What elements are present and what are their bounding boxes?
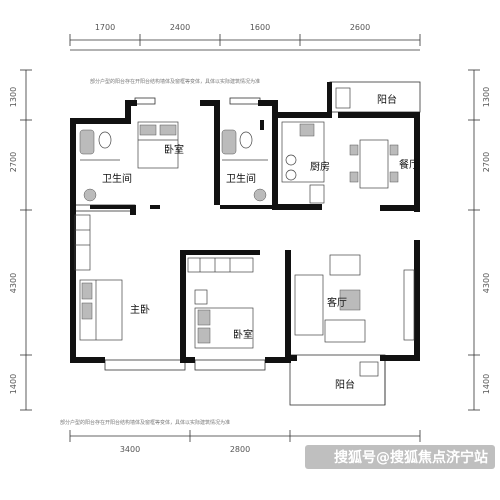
note-top: 部分户型的阳台存在开阳台结构墙体及窗框等变体，具体以实际建筑情况为准: [90, 78, 260, 85]
label-dining: 餐厅: [399, 158, 419, 171]
balcony-bottom-fixtures: [359, 361, 379, 377]
bedroom-top-bed: [137, 121, 179, 169]
dim-right-3: 4300: [482, 273, 491, 293]
top-dimensions: 1700 2400 1600 2600: [69, 23, 421, 51]
bathroom-left-fixtures: [79, 129, 120, 202]
label-bedroom-top: 卧室: [164, 143, 184, 156]
dim-right-4: 1400: [482, 374, 491, 394]
master-bedroom-furniture: [74, 214, 123, 341]
outline-thin: [74, 81, 421, 406]
dim-top-4: 2600: [350, 23, 370, 32]
label-living-room: 客厅: [327, 296, 347, 309]
dim-right-1: 1300: [482, 87, 491, 107]
label-bathroom-right: 卫生间: [226, 172, 256, 185]
dining-table: [349, 139, 399, 189]
watermark: 搜狐号@搜狐焦点济宁站: [305, 445, 495, 469]
note-bottom: 部分户型的阳台存在开阳台结构墙体及窗框等变体，具体以实际建筑情况为准: [60, 419, 230, 426]
dim-left-2: 2700: [9, 152, 18, 172]
label-balcony-top: 阳台: [377, 93, 397, 106]
bedroom-mid-furniture: [187, 257, 254, 349]
living-room-furniture: [294, 254, 415, 343]
walls: [70, 82, 420, 363]
label-bathroom-left: 卫生间: [102, 172, 132, 185]
dim-right-2: 2700: [482, 152, 491, 172]
bottom-dimensions: 3400 2800: [69, 430, 421, 454]
dim-top-1: 1700: [95, 23, 115, 32]
kitchen-fixtures: [281, 121, 325, 204]
dim-left-1: 1300: [9, 87, 18, 107]
label-balcony-bottom: 阳台: [335, 378, 355, 391]
dim-top-3: 1600: [250, 23, 270, 32]
dim-left-3: 4300: [9, 273, 18, 293]
bathroom-right-fixtures: [221, 129, 268, 202]
label-bedroom-mid: 卧室: [233, 328, 253, 341]
label-master-bedroom: 主卧: [130, 303, 150, 316]
dim-left-4: 1400: [9, 374, 18, 394]
right-dimensions: 1300 2700 4300 1400: [468, 69, 491, 411]
dim-top-2: 2400: [170, 23, 190, 32]
dim-bottom-2: 2800: [230, 445, 250, 454]
watermark-text: 搜狐号@搜狐焦点济宁站: [334, 449, 488, 466]
label-kitchen: 厨房: [310, 160, 330, 173]
balcony-top-fixtures: [335, 87, 351, 109]
left-dimensions: 1300 2700 4300 1400: [9, 69, 32, 411]
dim-bottom-1: 3400: [120, 445, 140, 454]
